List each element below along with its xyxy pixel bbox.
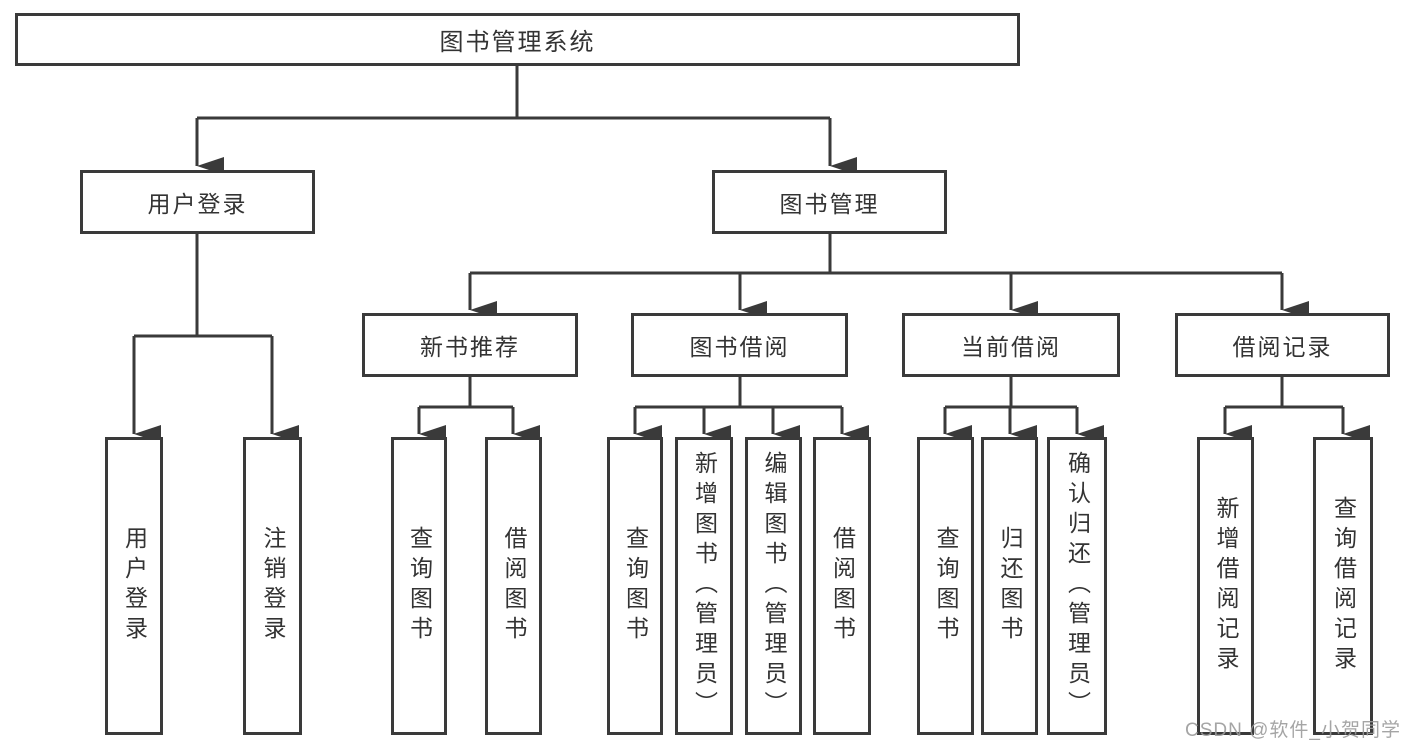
leaf-recommend-borrow-book: 借阅图书 <box>485 437 542 735</box>
leaf-recommend-query-book-label: 查询图书 <box>406 526 433 646</box>
leaf-borrow-add-book: 新增图书（管理员） <box>675 437 733 735</box>
node-borrow-record: 借阅记录 <box>1175 313 1390 377</box>
node-user-login-label: 用户登录 <box>147 191 248 217</box>
leaf-recommend-borrow-book-label: 借阅图书 <box>501 526 527 646</box>
leaf-logout-login: 注销登录 <box>243 437 302 735</box>
leaf-current-confirm-return-label: 确认归还（管理员） <box>1064 451 1091 721</box>
node-borrow-record-label: 借阅记录 <box>1232 334 1333 360</box>
leaf-current-confirm-return: 确认归还（管理员） <box>1047 437 1107 735</box>
leaf-record-query-record-label: 查询借阅记录 <box>1330 496 1357 676</box>
csdn-watermark: CSDN @软件_小贺同学 <box>1185 720 1401 741</box>
node-book-borrow-label: 图书借阅 <box>689 334 790 360</box>
leaf-current-query-book: 查询图书 <box>917 437 974 735</box>
node-book-management-label: 图书管理 <box>779 191 880 217</box>
node-root-system: 图书管理系统 <box>15 13 1020 66</box>
leaf-borrow-query-book: 查询图书 <box>607 437 663 735</box>
leaf-logout-login-label: 注销登录 <box>260 526 286 646</box>
leaf-borrow-edit-book-label: 编辑图书（管理员） <box>761 451 787 721</box>
leaf-borrow-borrow-book-label: 借阅图书 <box>829 526 856 646</box>
node-root-label: 图书管理系统 <box>439 29 596 56</box>
leaf-record-add-record: 新增借阅记录 <box>1197 437 1254 735</box>
node-new-book-recommend-label: 新书推荐 <box>420 334 520 360</box>
leaf-record-add-record-label: 新增借阅记录 <box>1213 496 1239 676</box>
leaf-user-login-label: 用户登录 <box>121 526 148 646</box>
leaf-current-return-book-label: 归还图书 <box>997 526 1023 646</box>
node-book-borrow: 图书借阅 <box>631 313 848 377</box>
leaf-borrow-add-book-label: 新增图书（管理员） <box>691 451 718 721</box>
leaf-current-return-book: 归还图书 <box>981 437 1038 735</box>
node-user-login: 用户登录 <box>80 170 315 234</box>
leaf-user-login: 用户登录 <box>105 437 163 735</box>
node-current-borrow: 当前借阅 <box>902 313 1120 377</box>
leaf-recommend-query-book: 查询图书 <box>391 437 447 735</box>
node-book-management: 图书管理 <box>712 170 947 234</box>
leaf-borrow-borrow-book: 借阅图书 <box>813 437 871 735</box>
leaf-borrow-query-book-label: 查询图书 <box>622 526 649 646</box>
node-new-book-recommend: 新书推荐 <box>362 313 578 377</box>
leaf-current-query-book-label: 查询图书 <box>933 526 959 646</box>
node-current-borrow-label: 当前借阅 <box>961 334 1061 360</box>
leaf-record-query-record: 查询借阅记录 <box>1313 437 1373 735</box>
leaf-borrow-edit-book: 编辑图书（管理员） <box>745 437 802 735</box>
